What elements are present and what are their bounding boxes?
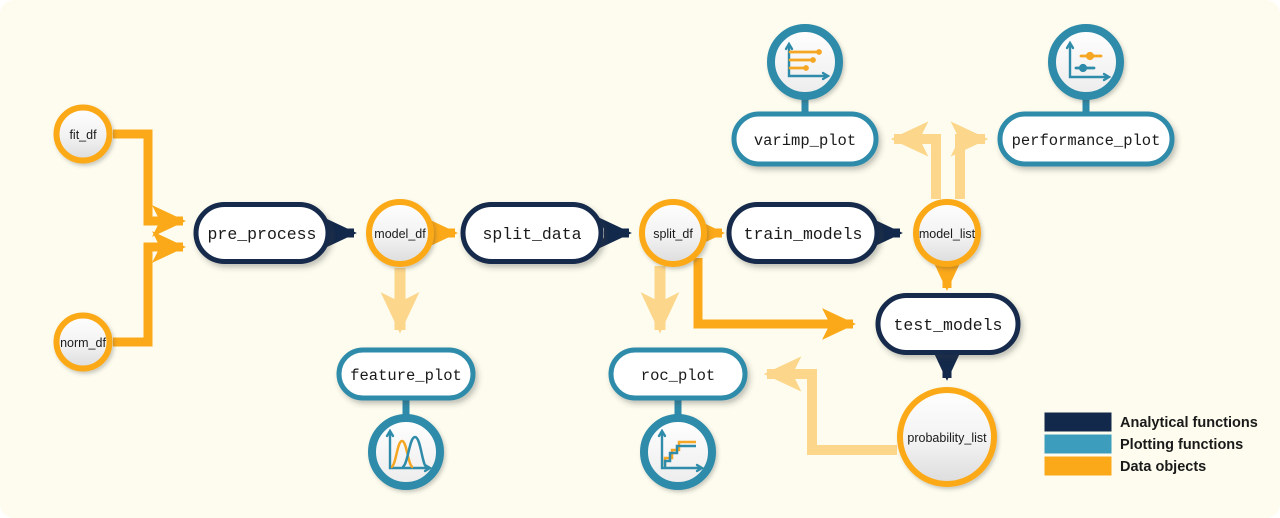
- node-split_df[interactable]: split_df: [639, 199, 707, 267]
- roc_plot-shape[interactable]: [608, 347, 748, 401]
- node-varimp_plot[interactable]: varimp_plot: [731, 111, 879, 167]
- node-model_df[interactable]: model_df: [366, 199, 434, 267]
- edge-layer: [113, 121, 989, 455]
- node-split_data[interactable]: split_data: [460, 202, 604, 264]
- legend-label-analytical: Analytical functions: [1120, 415, 1258, 431]
- node-roc_plot[interactable]: roc_plot: [608, 347, 748, 401]
- node-pre_process[interactable]: pre_process: [193, 202, 331, 264]
- node-probability_list[interactable]: probability_list: [897, 387, 997, 487]
- edge-norm_df-to-pre_process: [113, 231, 186, 347]
- legend-label-plotting: Plotting functions: [1120, 437, 1243, 453]
- edge-split_df-to-test_models: [693, 258, 856, 340]
- legend-item-data: Data objects: [1044, 456, 1206, 476]
- legend-item-analytical: Analytical functions: [1044, 412, 1258, 432]
- roc-step-icon[interactable]: [640, 414, 716, 490]
- probability_list-label: probability_list: [907, 431, 987, 445]
- node-feature_plot[interactable]: feature_plot: [336, 347, 476, 401]
- edge-model_list-to-varimp_plot: [890, 121, 941, 199]
- pre_process-label: pre_process: [208, 225, 317, 244]
- edge-model_list-to-performance_plot: [950, 121, 989, 199]
- legend-label-data: Data objects: [1120, 459, 1206, 475]
- legend-swatch-analytical: [1044, 412, 1112, 432]
- density-curves-icon[interactable]: [368, 414, 444, 490]
- node-performance_plot[interactable]: performance_plot: [997, 111, 1175, 167]
- split_data-label: split_data: [482, 225, 581, 244]
- performance_plot-label: performance_plot: [1012, 132, 1161, 150]
- legend: Analytical functions Plotting functions …: [1044, 412, 1258, 476]
- train_models-label: train_models: [744, 225, 863, 244]
- performance-dumbbell-icon[interactable]: [1048, 24, 1124, 100]
- feature_plot-label: feature_plot: [350, 367, 462, 385]
- analytical-nodes: pre_process split_data train_models test…: [193, 202, 1021, 355]
- fit_df-label: fit_df: [69, 128, 97, 142]
- varimp_plot-label: varimp_plot: [754, 132, 856, 150]
- test_models-shape[interactable]: [875, 293, 1021, 355]
- node-test_models[interactable]: test_models: [875, 293, 1021, 355]
- norm_df-label: norm_df: [60, 336, 106, 350]
- node-fit_df[interactable]: fit_df: [53, 104, 113, 164]
- node-norm_df[interactable]: norm_df: [53, 312, 113, 372]
- model_df-label: model_df: [374, 227, 426, 241]
- edge-probability_list-to-roc_plot: [763, 356, 897, 455]
- split_df-label: split_df: [653, 227, 693, 241]
- roc_plot-label: roc_plot: [641, 367, 715, 385]
- legend-swatch-plotting: [1044, 434, 1112, 454]
- node-train_models[interactable]: train_models: [726, 202, 880, 264]
- edge-fit_df-to-pre_process: [113, 129, 186, 237]
- performance_plot-shape[interactable]: [997, 111, 1175, 167]
- legend-item-plotting: Plotting functions: [1044, 434, 1243, 454]
- varimp_plot-shape[interactable]: [731, 111, 879, 167]
- data-object-nodes: fit_df norm_df model_df split_df model_l…: [53, 104, 997, 487]
- varimp-lollipop-icon[interactable]: [767, 24, 843, 100]
- split_data-shape[interactable]: [460, 202, 604, 264]
- plotting-nodes: varimp_plot performance_plot feature_plo…: [336, 111, 1175, 401]
- node-model_list[interactable]: model_list: [913, 199, 981, 267]
- test_models-label: test_models: [894, 316, 1003, 335]
- legend-swatch-data: [1044, 456, 1112, 476]
- train_models-shape[interactable]: [726, 202, 880, 264]
- feature_plot-shape[interactable]: [336, 347, 476, 401]
- model_list-label: model_list: [919, 227, 976, 241]
- pre_process-shape[interactable]: [193, 202, 331, 264]
